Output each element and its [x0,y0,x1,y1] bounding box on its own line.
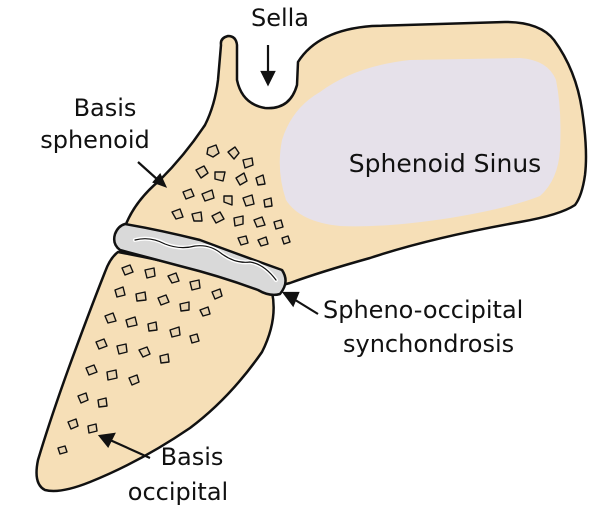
basis-sphenoid-arrow [138,162,158,180]
label-basis-occipital-line2: occipital [128,478,228,506]
label-basis-sphenoid-line1: Basis [74,94,137,122]
label-spheno-occipital-line2: synchondrosis [343,330,514,358]
label-sella: Sella [251,4,309,32]
label-basis-occipital-line1: Basis [161,443,224,471]
spheno-occipital-arrowhead [284,293,298,305]
sella-arrowhead [262,72,274,84]
label-sphenoid-sinus: Sphenoid Sinus [349,149,541,178]
label-basis-sphenoid-line2: sphenoid [40,126,150,154]
occipital-bone [37,252,274,491]
label-spheno-occipital-line1: Spheno-occipital [323,296,523,324]
